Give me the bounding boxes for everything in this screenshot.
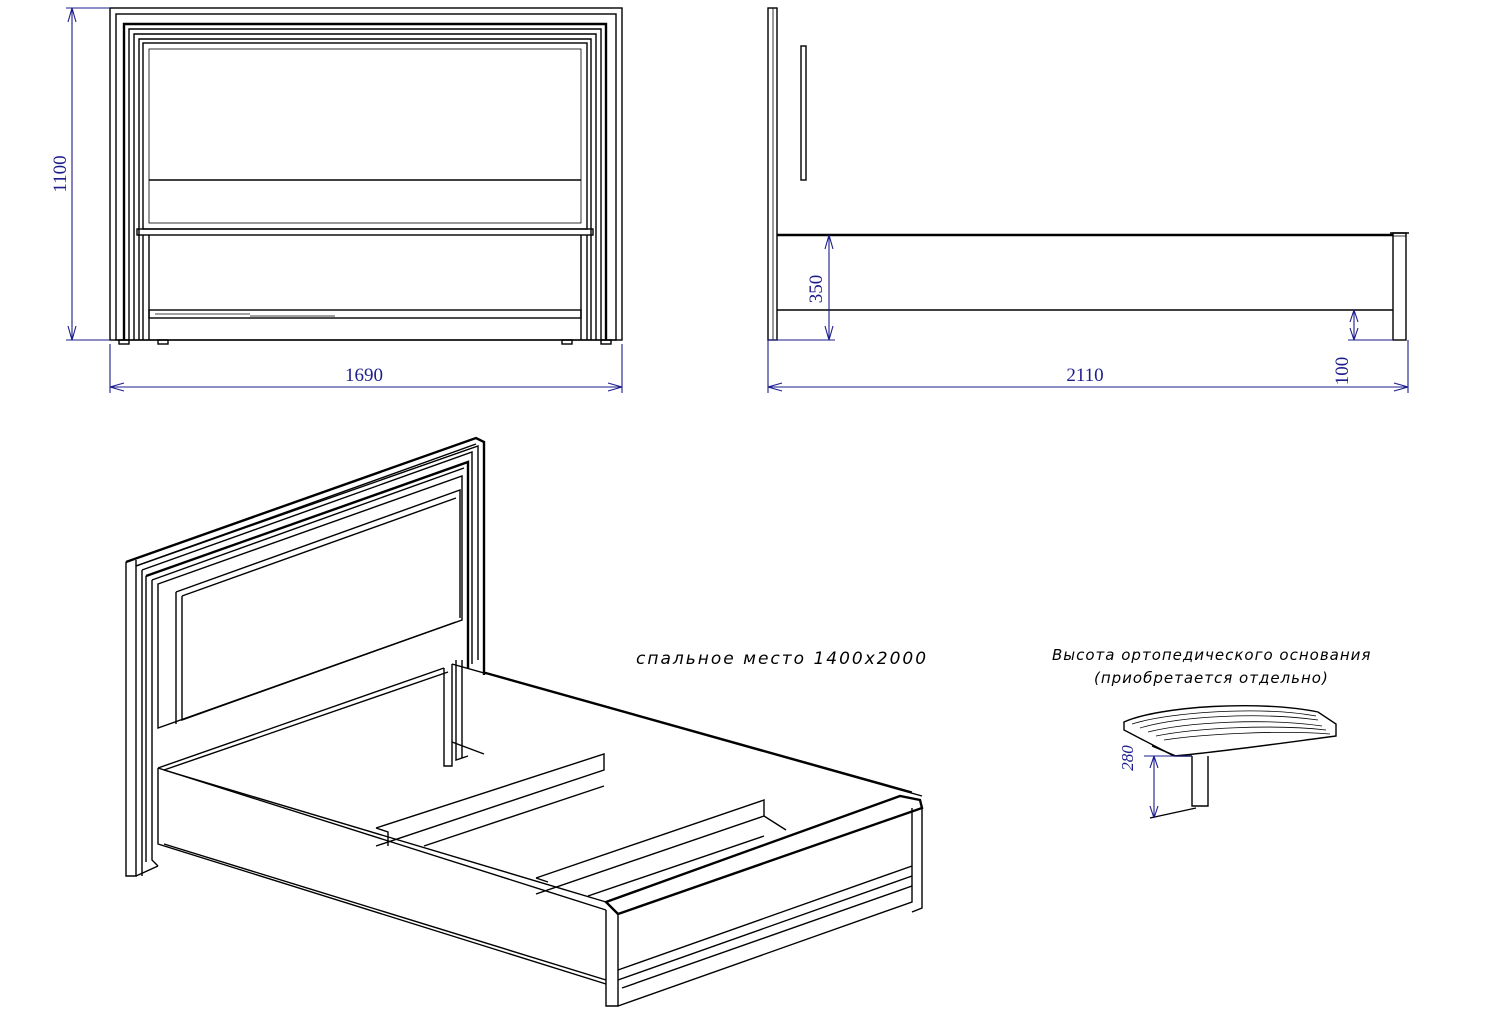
side-dimensions	[767, 234, 1409, 393]
slat-height-label: 280	[1118, 745, 1137, 771]
base-height-note-line2: (приобретается отдельно)	[1094, 669, 1329, 687]
front-width-label: 1690	[345, 365, 383, 386]
front-view	[109, 7, 623, 345]
side-length-label: 2110	[1066, 365, 1103, 386]
side-view	[767, 7, 1409, 341]
front-dimensions	[66, 7, 623, 393]
front-height-label: 1100	[50, 155, 71, 192]
slat-base-detail	[1123, 705, 1337, 819]
side-clearance-label: 100	[1332, 357, 1353, 386]
side-frame-height-label: 350	[806, 275, 827, 304]
base-height-note-line1: Высота ортопедического основания	[1052, 646, 1371, 664]
sleeping-area-note: спальное место 1400х2000	[636, 649, 928, 669]
isometric-bed	[125, 436, 924, 1007]
